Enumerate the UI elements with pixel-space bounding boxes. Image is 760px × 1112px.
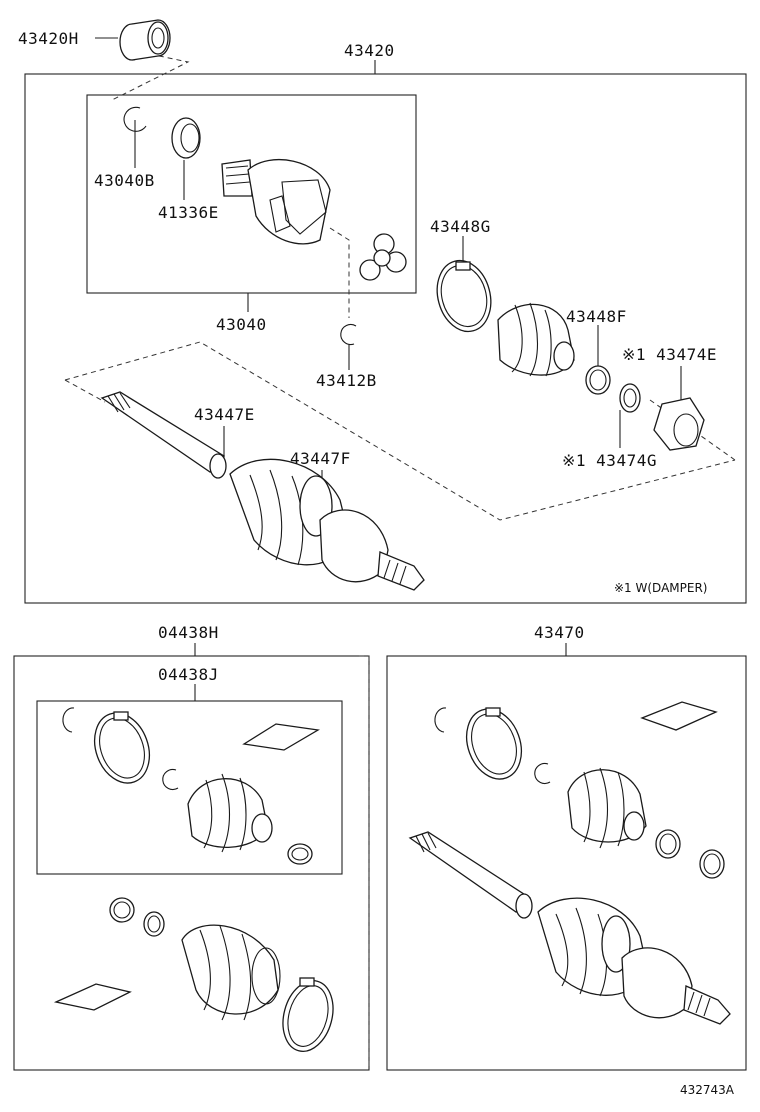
part-43420H-boot-ring xyxy=(119,19,171,61)
label-43412B: 43412B xyxy=(316,371,377,390)
part-43470-large-clamp xyxy=(465,707,523,780)
part-kit-snap-ring xyxy=(62,707,75,733)
label-43448G: 43448G xyxy=(430,217,491,236)
frame-43040 xyxy=(86,94,417,294)
label-43420H: 43420H xyxy=(18,29,79,48)
label-43474E: ※1 43474E xyxy=(622,345,717,364)
assembly-dashed-lines xyxy=(64,53,746,1070)
part-43474G-clamp xyxy=(619,383,641,413)
part-43470-clamp-a xyxy=(655,829,681,859)
part-43040-outer-joint xyxy=(221,158,331,245)
part-kit-boot xyxy=(187,773,273,853)
part-43470-clamp-b xyxy=(699,849,725,879)
part-drive-shaft-assembly xyxy=(100,391,425,591)
part-boot-inboard xyxy=(497,302,575,377)
part-kit2-clamp-a xyxy=(109,897,135,923)
label-43448F: 43448F xyxy=(566,307,627,326)
part-43470-drive-shaft xyxy=(408,831,731,1025)
frame-04438J xyxy=(36,700,343,875)
part-kit2-grease-pack xyxy=(53,983,132,1011)
label-43470: 43470 xyxy=(534,623,585,642)
label-43474G: ※1 43474G xyxy=(562,451,657,470)
part-kit-small-clamp xyxy=(287,843,313,865)
part-43448F-clamp xyxy=(585,365,611,395)
label-04438H: 04438H xyxy=(158,623,219,642)
part-kit-large-clamp xyxy=(93,711,151,784)
part-43474E-damper xyxy=(653,397,705,451)
label-04438J: 04438J xyxy=(158,665,219,684)
part-43040B-snap-ring xyxy=(123,106,147,132)
part-43470-boot xyxy=(567,767,647,849)
part-kit2-boot xyxy=(181,924,281,1021)
label-note-damper: ※1 W(DAMPER) xyxy=(614,581,707,595)
part-kit2-clamp-b xyxy=(143,911,165,937)
label-43447F: 43447F xyxy=(290,449,351,468)
part-43470-snap-ring xyxy=(434,707,447,733)
part-43470-grease-pack xyxy=(640,701,718,731)
part-43412B-clip xyxy=(340,323,357,346)
diagram-id: 432743A xyxy=(680,1083,735,1097)
leader-lines xyxy=(95,37,682,701)
part-kit2-large-clamp xyxy=(282,977,334,1052)
frame-43420 xyxy=(24,73,747,604)
label-41336E: 41336E xyxy=(158,203,219,222)
part-kit-small-ring xyxy=(162,768,179,791)
label-43040: 43040 xyxy=(216,315,267,334)
part-41336E-ring xyxy=(171,117,201,159)
part-kit-grease-pack xyxy=(242,723,320,751)
label-43447E: 43447E xyxy=(194,405,255,424)
part-43448G-clamp xyxy=(436,259,492,333)
part-tripod xyxy=(359,233,407,281)
part-43470-small-ring xyxy=(534,762,551,785)
label-43040B: 43040B xyxy=(94,171,155,190)
label-43420: 43420 xyxy=(344,41,395,60)
